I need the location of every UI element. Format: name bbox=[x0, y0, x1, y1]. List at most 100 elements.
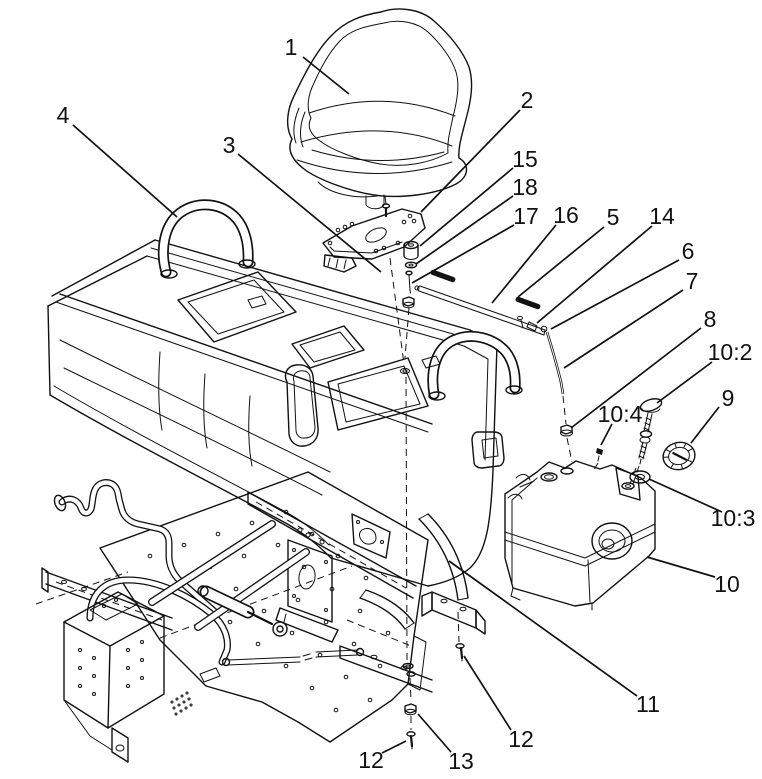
left-storage-bin bbox=[177, 271, 297, 343]
flange-nut-upper bbox=[402, 296, 415, 309]
leader-line bbox=[417, 713, 452, 753]
callout-18: 18 bbox=[415, 174, 538, 265]
callout-8: 8 bbox=[570, 306, 717, 429]
support-strap-part-11 bbox=[359, 513, 469, 630]
fuel-tank-part bbox=[504, 460, 656, 611]
part-number-label: 8 bbox=[704, 306, 717, 332]
center-opening bbox=[291, 325, 365, 369]
leader-line bbox=[517, 226, 605, 298]
grommet-part-10-3 bbox=[629, 470, 651, 484]
callout-7: 7 bbox=[563, 268, 699, 369]
callout-10-2: 10:2 bbox=[656, 339, 753, 404]
fuel-cap-part-9 bbox=[662, 441, 696, 471]
screw-part-12-right bbox=[455, 643, 465, 662]
leader-line bbox=[656, 361, 713, 404]
callout-10-3: 10:3 bbox=[648, 478, 756, 531]
part-number-label: 9 bbox=[722, 385, 735, 411]
callout-2: 2 bbox=[420, 87, 534, 213]
leader-line bbox=[648, 478, 723, 513]
seat-hinge-bracket bbox=[323, 254, 357, 273]
callout-3: 3 bbox=[223, 132, 382, 273]
washers-on-axis bbox=[402, 662, 416, 677]
drain-hole-patch bbox=[170, 691, 193, 716]
callout-13: 13 bbox=[417, 713, 474, 774]
callout-9: 9 bbox=[690, 385, 735, 444]
right-storage-bin bbox=[327, 355, 441, 431]
right-grab-handle bbox=[427, 331, 523, 401]
left-grab-handle bbox=[157, 199, 256, 279]
leader-line bbox=[302, 56, 350, 95]
channel-bracket-part bbox=[421, 591, 486, 635]
leader-line bbox=[536, 225, 653, 324]
part-number-label: 1 bbox=[285, 34, 298, 60]
rod-end-link bbox=[517, 315, 548, 333]
leader-line bbox=[463, 655, 512, 731]
part-number-label: 5 bbox=[607, 204, 620, 230]
leader-line bbox=[491, 224, 557, 304]
callout-5: 5 bbox=[517, 204, 620, 298]
callout-1: 1 bbox=[285, 34, 350, 95]
leader-line bbox=[72, 124, 178, 218]
leader-line bbox=[550, 259, 680, 330]
part-number-label: 16 bbox=[553, 202, 579, 228]
part-number-label: 7 bbox=[686, 268, 699, 294]
seat-part bbox=[287, 8, 473, 210]
callout-17: 17 bbox=[411, 203, 539, 284]
callout-6: 6 bbox=[550, 238, 695, 330]
flange-nut-part-13 bbox=[404, 703, 417, 716]
part-number-label: 15 bbox=[512, 146, 538, 172]
black-bolt-part-14b bbox=[515, 296, 541, 310]
part-number-label: 10:2 bbox=[708, 339, 753, 365]
leader-line bbox=[563, 289, 684, 369]
leader-line bbox=[415, 195, 514, 265]
part-number-label: 3 bbox=[223, 132, 236, 158]
leader-line bbox=[419, 167, 514, 247]
part-number-label: 6 bbox=[682, 238, 695, 264]
seat-mount-plate-part bbox=[322, 195, 426, 273]
frame-assembly-part bbox=[35, 471, 486, 763]
shock-absorber-part bbox=[197, 585, 288, 637]
frame-lower-bar bbox=[339, 645, 433, 693]
part-number-label: 12 bbox=[508, 726, 534, 752]
callout-16: 16 bbox=[491, 202, 579, 304]
part-number-label: 13 bbox=[448, 748, 474, 774]
callout-10: 10 bbox=[646, 556, 740, 597]
part-number-label: 17 bbox=[513, 203, 539, 229]
part-number-label: 10 bbox=[714, 571, 740, 597]
callout-11: 11 bbox=[448, 560, 660, 717]
rod-part-5 bbox=[414, 285, 546, 336]
leader-line bbox=[411, 224, 515, 284]
leader-line bbox=[448, 560, 638, 697]
dipstick-part-10-2 bbox=[630, 398, 663, 491]
thin-rod-part-6-7 bbox=[545, 331, 567, 425]
bushing-part-15 bbox=[403, 240, 419, 260]
leader-line bbox=[600, 423, 613, 446]
part-number-label: 2 bbox=[521, 87, 534, 113]
leader-line bbox=[570, 327, 702, 429]
callout-15: 15 bbox=[419, 146, 538, 247]
callout-14: 14 bbox=[536, 203, 675, 324]
part-number-label: 10:4 bbox=[598, 401, 643, 427]
leader-line bbox=[381, 740, 407, 754]
part-number-label: 14 bbox=[649, 203, 675, 229]
part-number-label: 10:3 bbox=[711, 505, 756, 531]
leader-line bbox=[237, 153, 382, 273]
flange-nut-part-8 bbox=[560, 424, 573, 463]
callout-10-4: 10:4 bbox=[598, 401, 643, 446]
plate-holes bbox=[327, 213, 417, 254]
frame-rear-rail bbox=[41, 567, 173, 631]
callout-12: 12 bbox=[463, 655, 534, 752]
linkage-rods bbox=[221, 647, 365, 667]
front-handle-cutout bbox=[284, 364, 319, 447]
projection-lines bbox=[389, 257, 637, 730]
right-slot-bracket bbox=[471, 431, 505, 469]
tank-mount-ear bbox=[615, 467, 641, 501]
leader-line bbox=[690, 406, 720, 444]
callout-12: 12 bbox=[358, 740, 407, 773]
frame-bracket-plate bbox=[275, 539, 339, 643]
fasteners bbox=[402, 240, 696, 750]
part-number-label: 11 bbox=[636, 691, 660, 717]
